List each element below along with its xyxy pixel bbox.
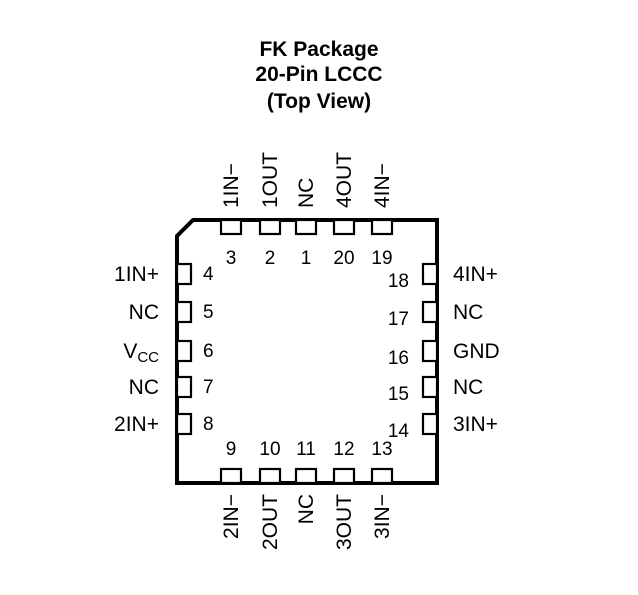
pin-pad-14 — [421, 412, 439, 436]
pin-number-17: 17 — [388, 309, 409, 330]
pin-pad-8 — [175, 412, 193, 436]
pin-number-15: 15 — [388, 384, 409, 405]
pin-number-8: 8 — [203, 414, 214, 435]
pin-pad-19 — [370, 218, 394, 236]
pin-label-5: NC — [129, 301, 159, 324]
pin-label-1: NC — [295, 178, 318, 208]
pin-pad-18 — [421, 262, 439, 286]
pin-label-17: NC — [453, 301, 483, 324]
pin-pad-4 — [175, 262, 193, 286]
pin-label-9: 2IN− — [220, 494, 243, 539]
pin-number-1: 1 — [301, 248, 312, 269]
pin-pad-3 — [219, 218, 243, 236]
pin-label-4: 1IN+ — [114, 263, 159, 286]
pin-label-19: 4IN− — [371, 163, 394, 208]
pin-pad-17 — [421, 300, 439, 324]
pin-label-18: 4IN+ — [453, 263, 498, 286]
pin-number-5: 5 — [203, 302, 214, 323]
pin-number-4: 4 — [203, 264, 214, 285]
package-title: FK Package — [259, 38, 379, 61]
pin-label-7: NC — [129, 376, 159, 399]
pin-number-12: 12 — [333, 439, 354, 460]
pin-label-14: 3IN+ — [453, 413, 498, 436]
pin-number-7: 7 — [203, 377, 214, 398]
pin-pad-2 — [258, 218, 282, 236]
pin-pad-15 — [421, 375, 439, 399]
pin-number-3: 3 — [226, 248, 237, 269]
pin-number-18: 18 — [388, 271, 409, 292]
view-label: (Top View) — [266, 90, 372, 113]
pin-label-3: 1IN− — [220, 163, 243, 208]
pin-label-13: 3IN− — [371, 494, 394, 539]
pin-number-11: 11 — [296, 439, 316, 460]
pin-number-9: 9 — [226, 439, 237, 460]
pin-label-20: 4OUT — [333, 152, 356, 208]
pin-number-20: 20 — [333, 248, 354, 269]
pin-pad-20 — [332, 218, 356, 236]
pin-pad-16 — [421, 339, 439, 363]
pin-pad-9 — [219, 467, 243, 485]
package-subtitle: 20-Pin LCCC — [255, 63, 383, 86]
pin-pad-7 — [175, 375, 193, 399]
pin-pad-5 — [175, 300, 193, 324]
pin-pad-12 — [332, 467, 356, 485]
pin-label-6: VCC — [123, 340, 159, 366]
pin-number-14: 14 — [388, 421, 410, 442]
pin-number-10: 10 — [259, 439, 280, 460]
pin-label-15: NC — [453, 376, 483, 399]
pin-label-16: GND — [453, 340, 500, 363]
pin-label-12: 3OUT — [333, 494, 356, 550]
pin-number-6: 6 — [203, 341, 214, 362]
pin-label-2: 1OUT — [259, 152, 282, 208]
pin-number-16: 16 — [388, 348, 409, 369]
pin-label-10: 2OUT — [259, 494, 282, 550]
pin-number-2: 2 — [265, 248, 276, 269]
pin-label-11: NC — [295, 494, 318, 524]
pin-number-13: 13 — [371, 439, 392, 460]
pin-label-8: 2IN+ — [114, 413, 159, 436]
pin-pad-1 — [294, 218, 318, 236]
pin-pad-10 — [258, 467, 282, 485]
pin-number-19: 19 — [371, 248, 392, 269]
pin-pad-11 — [294, 467, 318, 485]
pin-pad-13 — [370, 467, 394, 485]
pin-pad-6 — [175, 339, 193, 363]
